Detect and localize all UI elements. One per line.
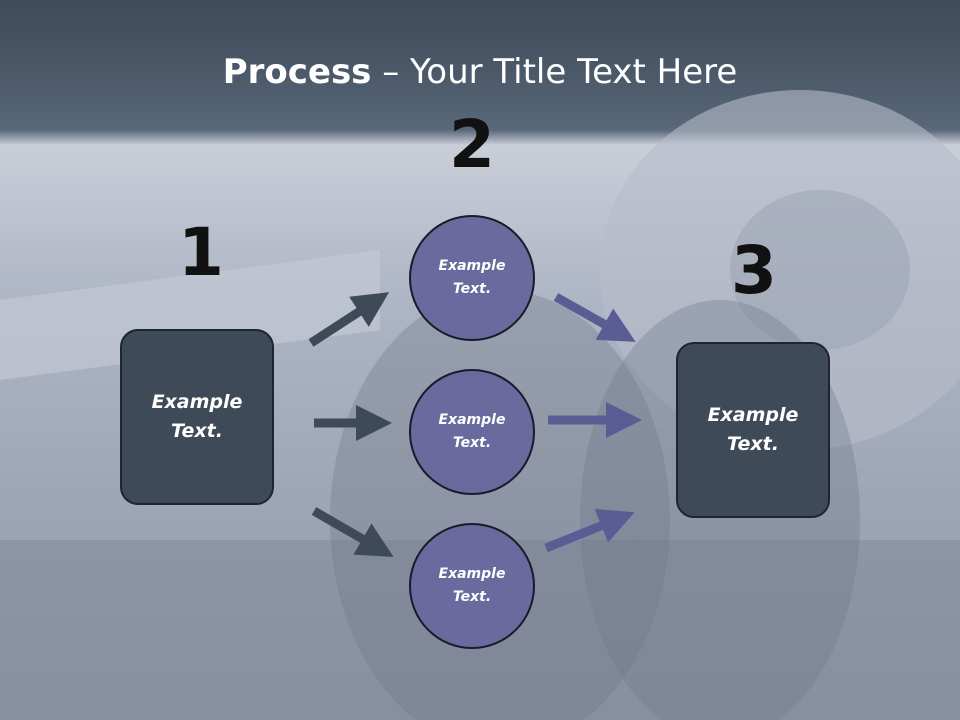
- title-bold: Process: [222, 52, 372, 92]
- right-process-box: Example Text.: [676, 342, 830, 518]
- slide-title: Process – Your Title Text Here: [0, 52, 960, 92]
- step-number-1: 1: [178, 214, 224, 291]
- step-number-2: 2: [449, 106, 495, 183]
- step-number-3: 3: [731, 232, 777, 309]
- circle-top: Example Text.: [409, 215, 535, 341]
- circle-bottom: Example Text.: [409, 523, 535, 649]
- arrow-left-to-bottom: [311, 507, 394, 558]
- title-rest: – Your Title Text Here: [371, 52, 738, 92]
- circle-middle: Example Text.: [409, 369, 535, 495]
- left-process-box: Example Text.: [120, 329, 274, 505]
- arrow-top-to-right: [553, 293, 636, 342]
- arrow-left-to-top: [308, 292, 390, 347]
- arrow-bottom-to-right: [544, 509, 635, 553]
